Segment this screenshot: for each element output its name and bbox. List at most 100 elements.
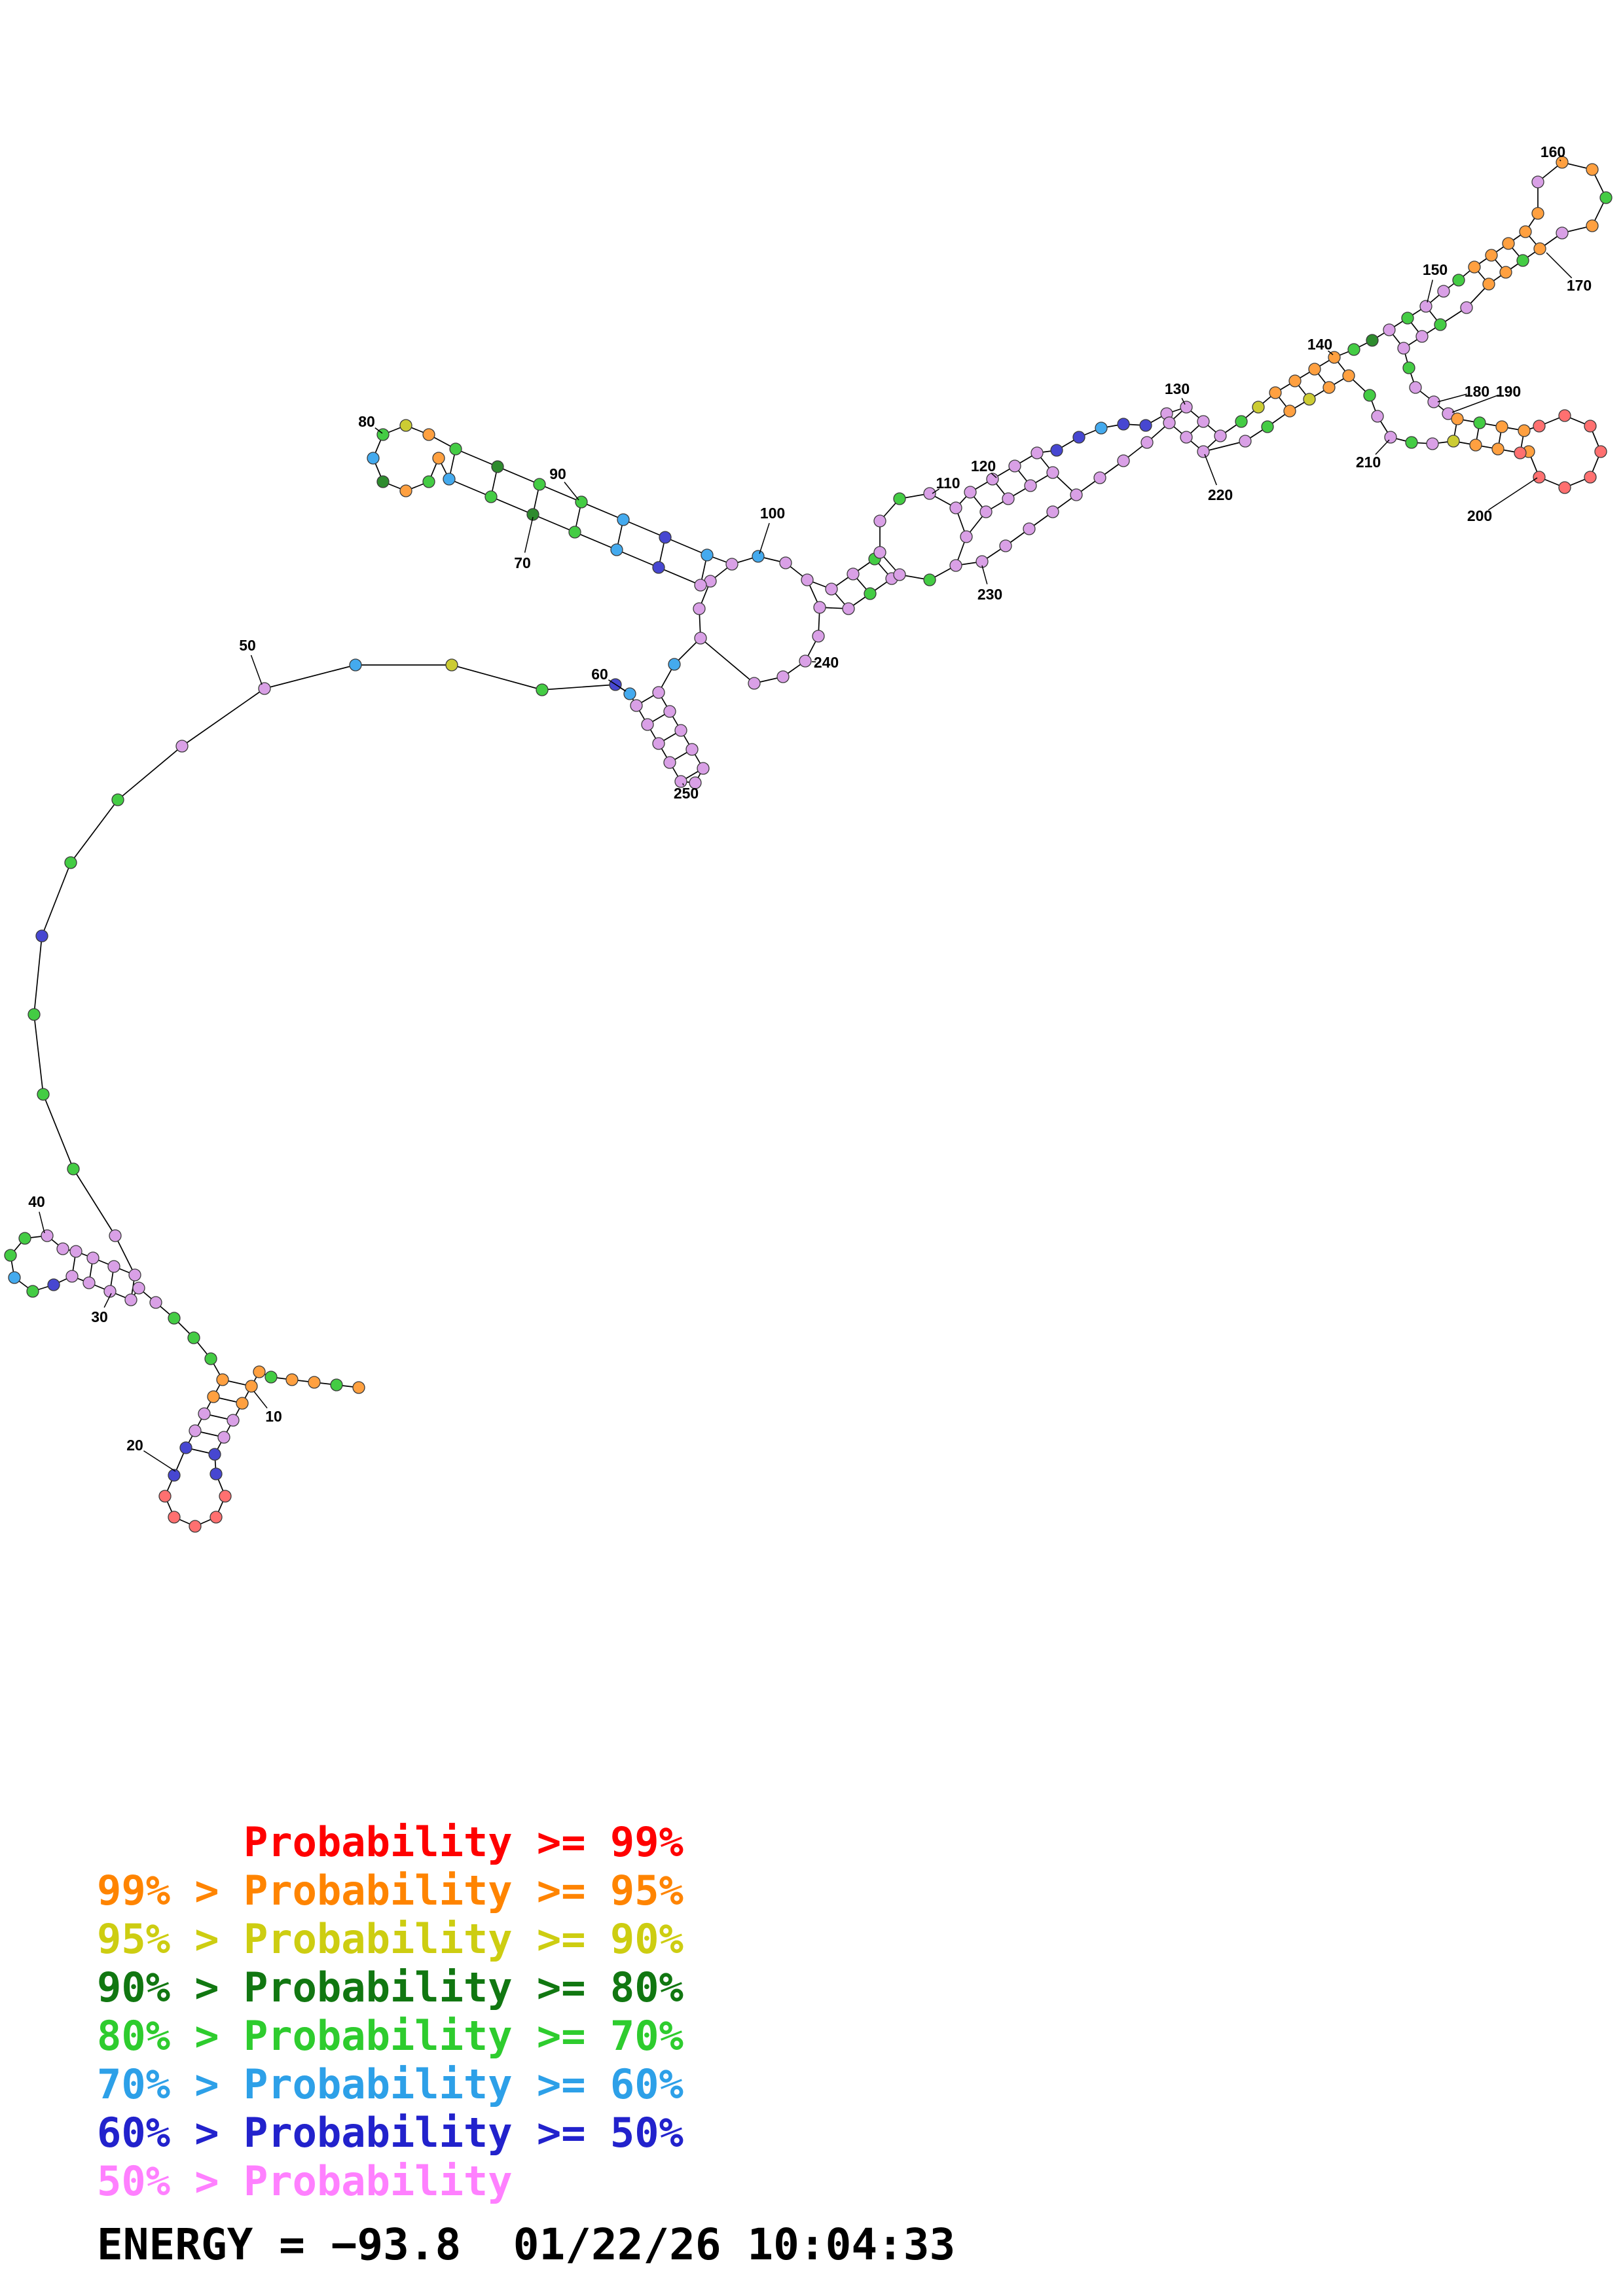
nucleotide-node <box>109 1229 122 1242</box>
nucleotide-node <box>1491 442 1504 456</box>
nucleotide-node <box>1093 471 1106 484</box>
nucleotide-node <box>873 546 886 559</box>
nucleotide-node <box>1046 466 1059 479</box>
nucleotide-node <box>103 1285 117 1298</box>
nucleotide-node <box>1419 300 1432 313</box>
label-tick <box>608 679 627 692</box>
nucleotide-node <box>1482 278 1495 291</box>
nucleotide-node <box>56 1242 69 1255</box>
backbone-layer <box>10 162 1607 1527</box>
nucleotide-node <box>67 1162 80 1175</box>
nucleotide-node <box>422 428 435 441</box>
nucleotide-node <box>1437 285 1450 298</box>
nucleotide-node <box>399 484 412 497</box>
nucleotide-node <box>69 1245 82 1258</box>
nucleotide-node <box>812 630 825 643</box>
position-label: 70 <box>514 554 531 571</box>
nucleotide-node <box>82 1276 96 1289</box>
nucleotide-node <box>432 452 445 465</box>
nucleotide-node <box>308 1376 321 1389</box>
nucleotide-node <box>1485 249 1498 262</box>
nucleotide-node <box>210 1511 223 1524</box>
nucleotide-node <box>1363 389 1376 402</box>
nucleotide-node <box>1383 323 1396 336</box>
nucleotide-node <box>1050 444 1063 457</box>
nucleotide-node <box>1558 481 1571 494</box>
nucleotide-node <box>1283 404 1296 418</box>
nucleotide-node <box>964 486 977 499</box>
nucleotide-node <box>1197 445 1210 458</box>
nucleotide-node <box>47 1278 60 1291</box>
position-label-layer: 1020304050607080901001101201301401501601… <box>28 143 1592 1472</box>
nucleotide-node <box>1235 415 1248 428</box>
nucleotide-node <box>149 1296 162 1309</box>
nucleotide-node <box>1586 219 1599 232</box>
nucleotide-node <box>610 543 623 556</box>
nucleotide-node <box>697 762 710 775</box>
label-tick <box>143 1450 176 1472</box>
label-tick <box>981 565 988 584</box>
nucleotide-node <box>1405 436 1418 449</box>
nucleotide-node <box>674 775 687 788</box>
nucleotide-node <box>694 579 707 592</box>
nucleotide-node <box>663 756 676 769</box>
nucleotide-node <box>352 1381 365 1394</box>
nucleotide-node <box>1584 471 1597 484</box>
nucleotide-node <box>1599 191 1613 204</box>
nucleotide-node <box>630 699 643 712</box>
nucleotide-node <box>799 655 812 668</box>
nucleotide-node <box>111 793 124 806</box>
backbone-chain <box>879 493 967 581</box>
nucleotide-node <box>960 530 973 543</box>
nucleotide-node <box>1469 439 1482 452</box>
nucleotide-node <box>168 1469 181 1482</box>
nucleotide-node <box>449 442 462 456</box>
nucleotide-node <box>187 1331 200 1344</box>
nucleotide-node <box>976 555 989 568</box>
position-label: 190 <box>1496 383 1521 400</box>
nucleotide-node <box>999 539 1012 552</box>
nucleotide-node <box>1002 492 1015 505</box>
nucleotide-node <box>86 1251 100 1265</box>
nucleotide-node <box>825 583 838 596</box>
nucleotide-node <box>668 658 681 671</box>
nucleotide-node <box>847 567 860 581</box>
backbone-chain <box>985 472 1053 512</box>
legend-line: Probability >= 99% <box>97 1818 684 1866</box>
nucleotide-node <box>491 460 504 473</box>
nucleotide-node <box>1046 505 1059 518</box>
nucleotide-node <box>245 1380 258 1393</box>
label-tick <box>374 427 383 434</box>
nucleotide-node <box>1261 420 1274 433</box>
legend-line: 80% > Probability >= 70% <box>97 2012 684 2060</box>
nucleotide-node <box>1308 363 1321 376</box>
nucleotide-node <box>4 1249 17 1262</box>
label-tick <box>1204 454 1217 486</box>
nucleotide-node <box>779 556 792 569</box>
position-label: 150 <box>1423 261 1448 278</box>
nucleotide-node <box>18 1232 31 1245</box>
position-label: 90 <box>549 465 566 482</box>
nucleotide-node <box>652 561 665 574</box>
nucleotide-node <box>1502 237 1515 250</box>
nucleotide-node <box>1070 488 1083 501</box>
nucleotide-node <box>258 682 271 695</box>
nucleotide-node <box>64 856 77 869</box>
nucleotide-node <box>693 602 706 615</box>
nucleotide-node <box>445 658 458 672</box>
probability-legend: Probability >= 99%99% > Probability >= 9… <box>97 1818 684 2205</box>
basepair-layer <box>71 231 1541 1455</box>
nucleotide-node <box>1180 401 1193 414</box>
nucleotide-node <box>189 1520 202 1533</box>
label-tick <box>1427 279 1433 303</box>
label-tick <box>253 1391 268 1408</box>
nucleotide-node <box>399 419 412 432</box>
nucleotide-node <box>986 473 999 486</box>
nucleotide-node <box>1140 436 1154 449</box>
legend-line: 60% > Probability >= 50% <box>97 2109 684 2157</box>
nucleotide-node <box>189 1424 202 1437</box>
nucleotide-node <box>27 1008 41 1021</box>
nucleotide-node <box>1117 454 1130 467</box>
nucleotide-node <box>652 737 665 750</box>
